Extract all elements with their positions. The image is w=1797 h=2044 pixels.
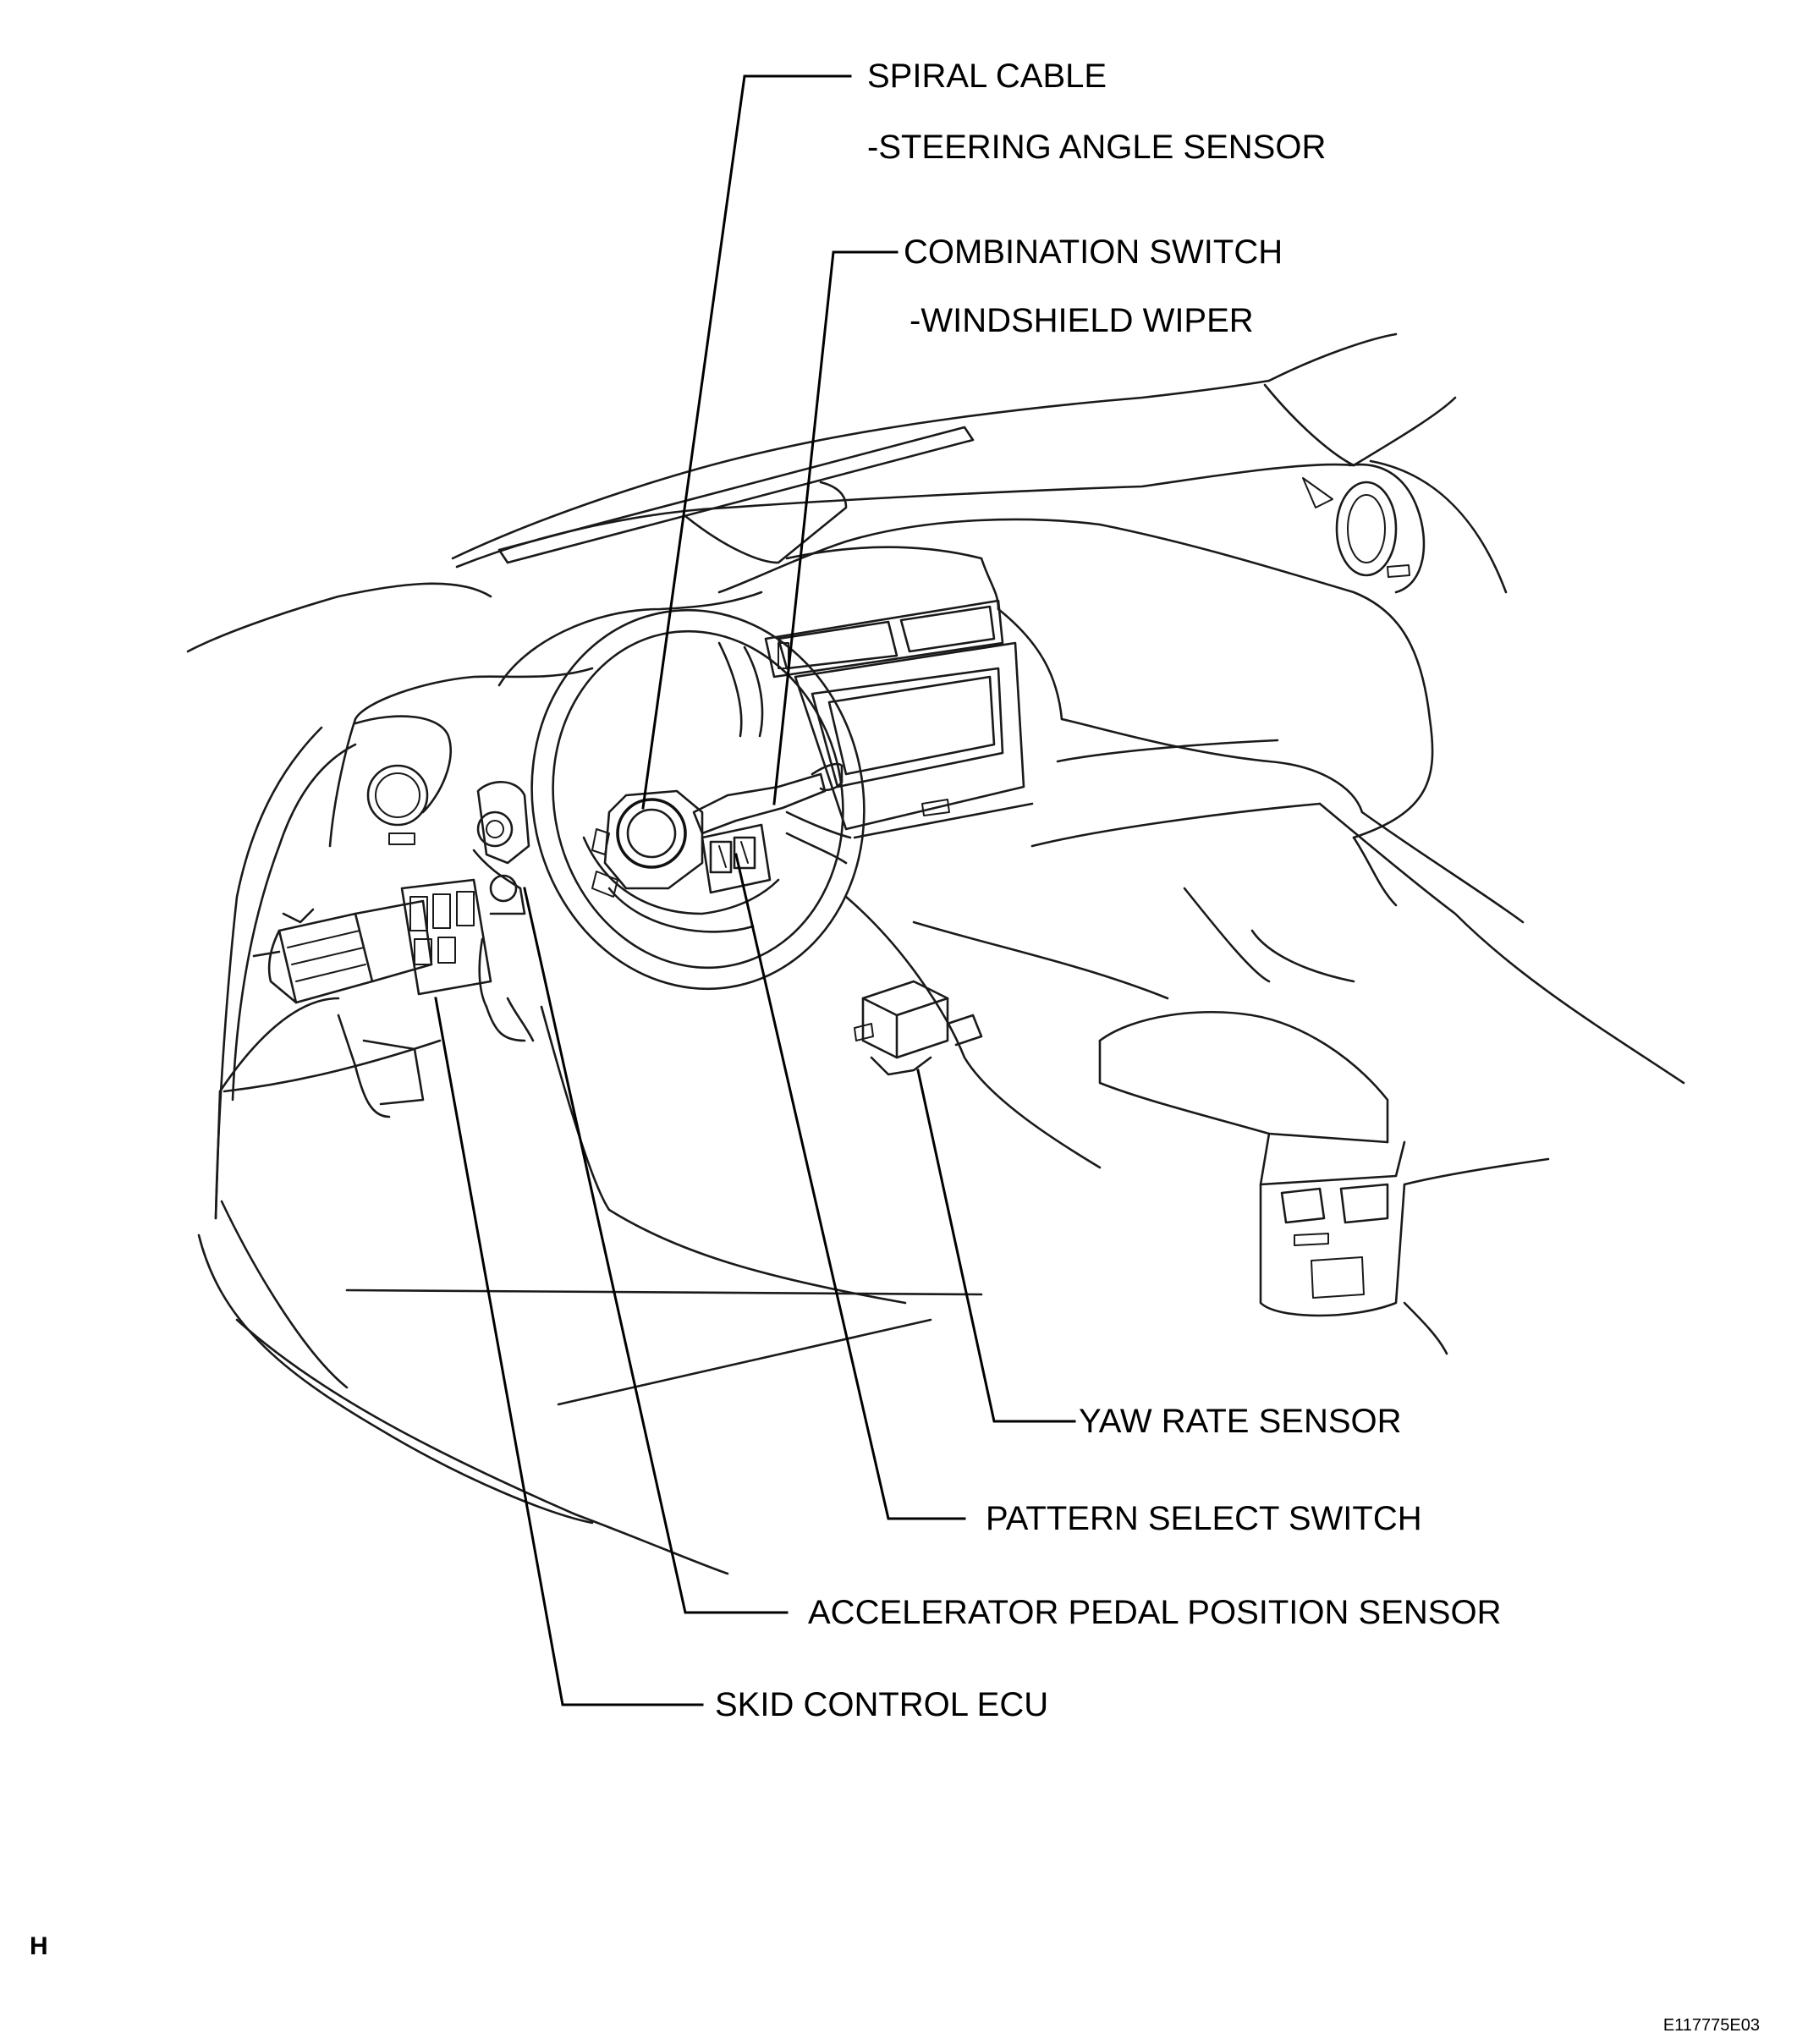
leader-pattern-select-switch (734, 853, 966, 1520)
combination-switch-assembly (692, 762, 844, 894)
leader-combination-switch (772, 250, 898, 805)
left-air-vent (354, 715, 452, 845)
label-combination-switch: COMBINATION SWITCH (904, 234, 1283, 271)
label-accelerator-pedal-position-sensor: ACCELERATOR PEDAL POSITION SENSOR (808, 1594, 1501, 1631)
callout-labels: SPIRAL CABLE -STEERING ANGLE SENSOR COMB… (715, 58, 1501, 1723)
corner-mark: H (30, 1932, 48, 1960)
label-steering-angle-sensor: -STEERING ANGLE SENSOR (867, 129, 1326, 166)
leader-yaw-rate-sensor (916, 1069, 1076, 1423)
center-stack (764, 599, 1034, 839)
leader-accelerator-pedal-position-sensor (523, 887, 789, 1614)
steering-wheel (530, 608, 866, 991)
dashboard-outline (186, 332, 1685, 1575)
label-windshield-wiper: -WINDSHIELD WIPER (909, 302, 1254, 339)
leader-spiral-cable (641, 74, 852, 810)
label-pattern-select-switch: PATTERN SELECT SWITCH (986, 1500, 1422, 1537)
leader-skid-control-ecu (434, 997, 704, 1706)
spiral-cable-assembly (591, 789, 704, 898)
label-spiral-cable: SPIRAL CABLE (867, 58, 1107, 95)
yaw-rate-sensor-assembly (854, 980, 983, 1076)
label-skid-control-ecu: SKID CONTROL ECU (715, 1686, 1048, 1723)
figure-id: E117775E03 (1663, 2016, 1760, 2035)
skid-control-ecu-assembly (252, 878, 492, 1004)
leader-lines (434, 74, 1076, 1706)
label-yaw-rate-sensor: YAW RATE SENSOR (1079, 1403, 1402, 1440)
right-air-vent (1302, 463, 1426, 594)
accelerator-pedal-assembly (472, 781, 535, 1042)
center-console (1098, 1011, 1550, 1355)
